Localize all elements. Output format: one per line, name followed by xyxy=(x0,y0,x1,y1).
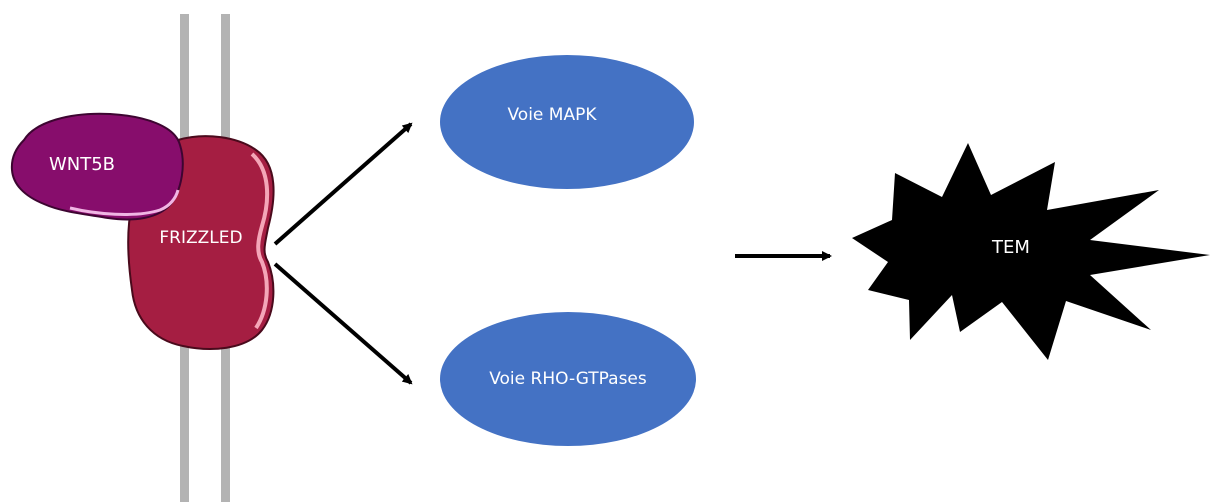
mapk-label: Voie MAPK xyxy=(508,105,598,125)
wnt5b-label: WNT5B xyxy=(49,154,115,175)
wnt5b-ligand: WNT5B xyxy=(10,112,184,221)
rho-ellipse xyxy=(440,312,696,446)
arrows xyxy=(273,122,832,385)
arrow-to-mapk xyxy=(273,122,413,246)
tem-node: TEM xyxy=(852,143,1210,360)
arrow-to-rho xyxy=(273,262,413,385)
wnt5b-shape xyxy=(10,112,184,221)
tem-starburst xyxy=(852,143,1210,360)
wnt5b-highlight xyxy=(69,189,180,216)
frizzled-label: FRIZZLED xyxy=(159,228,242,248)
mapk-pathway-node: Voie MAPK xyxy=(440,55,694,189)
tem-label: TEM xyxy=(991,237,1030,258)
rho-gtpases-pathway-node: Voie RHO-GTPases xyxy=(440,312,696,446)
rho-label: Voie RHO-GTPases xyxy=(489,369,647,389)
frizzled-highlight xyxy=(250,152,270,330)
mapk-ellipse xyxy=(440,55,694,189)
